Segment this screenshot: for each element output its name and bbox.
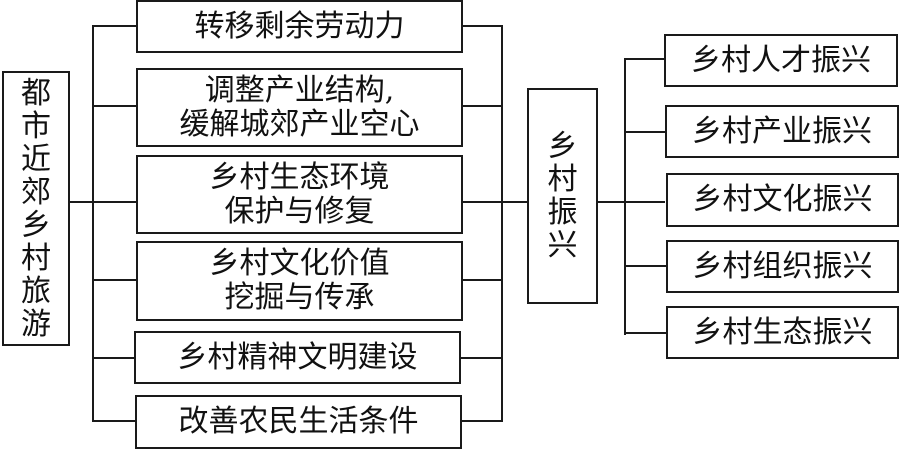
outcome-box-ecology: 乡村生态振兴 xyxy=(666,306,899,359)
source-node-label: 都市近郊乡村旅游 xyxy=(21,77,51,341)
pathway-label: 乡村文化价值 挖掘与传承 xyxy=(209,246,390,315)
vertical-char: 游 xyxy=(21,306,51,342)
source-node-box: 都市近郊乡村旅游 xyxy=(2,71,70,346)
vertical-char: 振 xyxy=(547,195,578,230)
middle-bus-line xyxy=(501,25,503,422)
connector-pathway-3-to-target xyxy=(461,201,529,203)
connector-bus-to-pathway-5 xyxy=(92,357,137,359)
connector-pathway-1-to-bus xyxy=(462,25,503,27)
vertical-char: 都 xyxy=(21,75,51,111)
vertical-char: 村 xyxy=(547,162,578,197)
pathway-box-industry-structure: 调整产业结构, 缓解城郊产业空心 xyxy=(136,68,463,147)
outcome-label: 乡村生态振兴 xyxy=(692,314,873,350)
connector-source-to-bus xyxy=(69,201,137,203)
connector-pathway-5-to-bus xyxy=(461,357,503,359)
vertical-char: 兴 xyxy=(547,228,578,263)
pathway-box-ecology-protection: 乡村生态环境 保护与修复 xyxy=(136,155,463,234)
target-node-label: 乡村振兴 xyxy=(548,130,578,262)
vertical-char: 郊 xyxy=(21,174,51,210)
vertical-char: 村 xyxy=(21,240,51,276)
connector-pathway-6-to-bus xyxy=(461,420,503,422)
connector-pathway-4-to-bus xyxy=(462,279,503,281)
pathway-label: 转移剩余劳动力 xyxy=(194,8,405,44)
pathway-label: 改善农民生活条件 xyxy=(178,404,419,439)
connector-pathway-2-to-bus xyxy=(462,105,503,107)
pathway-box-living-conditions: 改善农民生活条件 xyxy=(135,395,462,449)
outcome-box-talent: 乡村人才振兴 xyxy=(664,34,898,87)
connector-bus-to-outcome-1 xyxy=(624,58,665,60)
outcome-label: 乡村文化振兴 xyxy=(692,182,873,217)
connector-bus-to-outcome-2 xyxy=(624,131,665,133)
pathway-label: 调整产业结构, 缓解城郊产业空心 xyxy=(179,72,420,142)
outcome-label: 乡村产业振兴 xyxy=(692,113,872,149)
target-node-box: 乡村振兴 xyxy=(527,88,598,304)
outcome-box-organization: 乡村组织振兴 xyxy=(666,240,899,293)
vertical-char: 市 xyxy=(21,108,51,144)
connector-bus-to-outcome-4 xyxy=(624,265,666,267)
connector-target-to-bus xyxy=(597,201,665,203)
connector-bus-to-pathway-6 xyxy=(92,420,137,422)
left-bus-line xyxy=(92,25,94,422)
outcome-box-culture: 乡村文化振兴 xyxy=(666,173,899,227)
pathway-box-culture-heritage: 乡村文化价值 挖掘与传承 xyxy=(136,241,463,321)
vertical-char: 乡 xyxy=(547,129,578,164)
connector-bus-to-pathway-4 xyxy=(92,279,137,281)
pathway-label: 乡村生态环境 保护与修复 xyxy=(209,159,390,229)
outcome-box-industry: 乡村产业振兴 xyxy=(665,105,899,158)
outcome-label: 乡村人才振兴 xyxy=(691,42,871,78)
vertical-char: 乡 xyxy=(21,207,51,243)
pathway-label: 乡村精神文明建设 xyxy=(177,339,418,375)
right-bus-line xyxy=(624,58,626,335)
pathway-box-spiritual-civilization: 乡村精神文明建设 xyxy=(134,331,461,384)
connector-bus-to-pathway-2 xyxy=(92,105,137,107)
pathway-box-labor-transfer: 转移剩余劳动力 xyxy=(136,0,463,53)
vertical-char: 近 xyxy=(21,141,51,177)
outcome-label: 乡村组织振兴 xyxy=(692,248,873,284)
connector-bus-to-outcome-5 xyxy=(624,332,666,334)
vertical-char: 旅 xyxy=(21,273,51,309)
connector-bus-to-pathway-1 xyxy=(92,25,137,27)
